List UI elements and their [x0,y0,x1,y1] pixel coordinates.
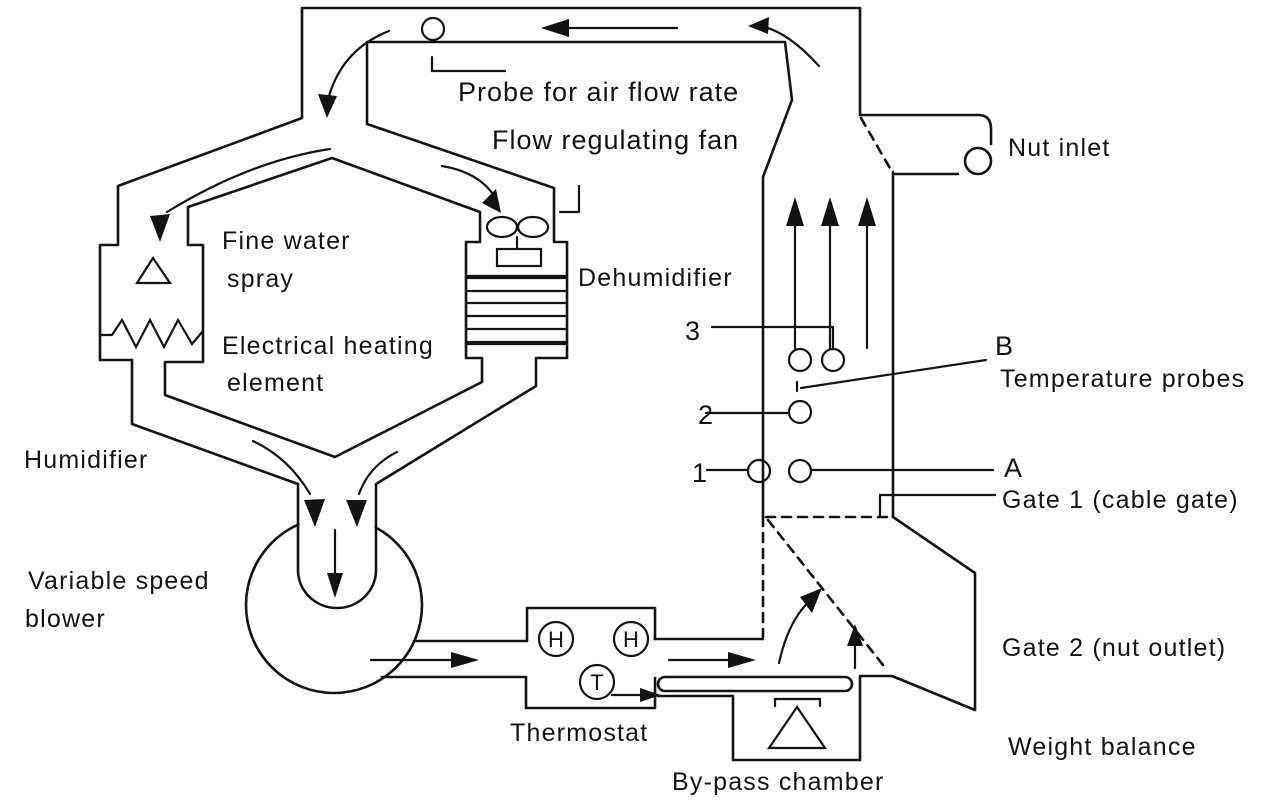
bypass-straight-arrow-head [847,624,863,646]
bypass-small-arrow-head [640,688,661,702]
damper-plate [656,675,854,693]
dehumidifier-unit [465,184,581,346]
label-fine-water-1: Fine water [222,227,351,255]
probe-label-bracket [430,55,507,73]
label-variable-speed-1: Variable speed [28,567,210,595]
merge-right-arrow-head [346,500,367,527]
merge-left-arrow-stem [251,439,312,496]
gate2-flap-dashed [766,518,889,672]
thermostat-symbol: T [590,670,603,695]
label-probe-a: A [1004,453,1022,483]
label-flow-regulating-fan: Flow regulating fan [492,125,739,155]
text-labels: Probe for air flow rate Flow regulating … [24,77,1245,796]
drying-column-probes [704,325,995,484]
heater-symbol-left: H [548,627,564,652]
label-electrical-heating-1: Electrical heating [222,332,434,360]
thermostat-circle [578,663,616,701]
nut-inlet-gate-dashed [859,116,893,172]
label-gate-2: Gate 2 (nut outlet) [1002,634,1226,662]
merge-center-arrow-head [327,573,343,598]
fan-motor [495,247,543,268]
dehumidifier-arrow-head [482,189,501,213]
merge-left-arrow-head [304,499,325,527]
label-level-2: 2 [698,400,713,430]
merge-right-arrow-stem [357,450,399,496]
heater-symbol-right: H [623,627,639,652]
label-probe-b: B [995,331,1013,361]
blower-outlet-arrow-head [451,652,479,668]
fan-blade-left-icon [485,215,519,239]
thermostat-unit: H H T [524,606,657,710]
column-right-top [858,6,993,146]
label-temperature-probes: Temperature probes [1000,365,1245,393]
level3-leader-line [710,325,835,350]
humidifier-arrow-head [150,214,170,242]
label-probe-air-flow: Probe for air flow rate [458,77,739,107]
column-to-duct-arrow-head [748,17,769,34]
heater-circle-left [537,620,575,658]
fan-label-bracket [558,184,581,214]
bypass-curved-arrow-head [800,588,822,613]
top-duct-arrow-head [541,19,569,37]
probe-level1-left [746,458,772,484]
duct-outer-circuit [98,6,862,610]
label-dehumidifier: Dehumidifier [578,264,733,292]
label-level-3: 3 [685,316,700,346]
humidifier-arrow-stem [165,147,332,214]
down-duct-arrow-stem [327,29,391,98]
column-arrow2-head [821,197,839,226]
probe-level1-right [787,458,813,484]
heating-element-icon [98,317,205,350]
spray-nozzle-icon [134,256,173,285]
duct-center-island [163,156,484,459]
fan-blade-right-icon [516,215,550,239]
down-duct-arrow-head [318,94,337,118]
column-arrow3-head [858,197,876,226]
column-arrow1-head [786,197,804,226]
column-to-duct-arrow-stem [762,25,821,68]
air-flow-probe-icon [420,16,446,42]
label-bypass-chamber: By-pass chamber [672,768,885,796]
nut-inlet-roller [963,146,993,176]
label-humidifier: Humidifier [24,446,149,474]
dehumidifier-arrow-stem [440,164,497,199]
balance-fulcrum [766,705,828,750]
probe-level3-right [820,347,846,373]
bypass-chamber-unit [656,493,997,762]
flow-probe [420,16,507,73]
label-fine-water-2: spray [227,265,294,293]
gate1-step [878,493,898,518]
humidifier-unit [98,256,205,350]
heater-circle-right [612,620,650,658]
label-variable-speed-2: blower [25,605,106,633]
probe-level2 [787,399,813,425]
label-weight-balance: Weight balance [1008,733,1197,761]
label-nut-inlet: Nut inlet [1008,134,1111,162]
probe-b-leader-line [799,358,988,390]
bypass-curved-arrow-stem [777,597,814,665]
label-electrical-heating-2: element [227,369,324,397]
air-flow-arrows [150,17,876,702]
bypass-chamber-outline [656,515,977,762]
label-thermostat: Thermostat [510,719,648,747]
duct-right-arrow-head [728,652,756,668]
probe-level3-left [787,347,813,373]
label-level-1: 1 [692,458,707,488]
label-gate-1: Gate 1 (cable gate) [1002,486,1239,514]
weight-balance-icon [766,697,828,750]
balance-plate [773,697,822,708]
